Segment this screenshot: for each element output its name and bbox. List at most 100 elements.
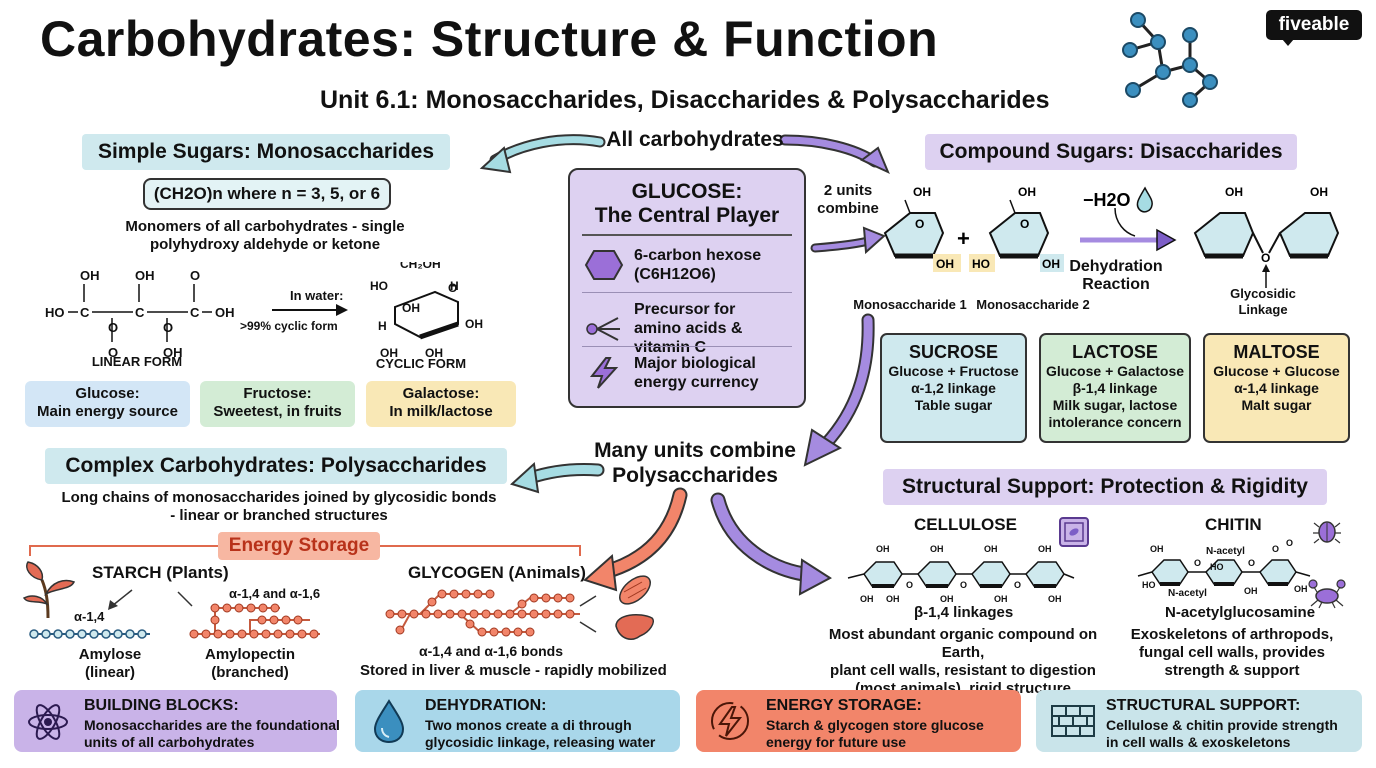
- structural-support-title: STRUCTURAL SUPPORT:: [1106, 697, 1301, 714]
- n-acetyl-label-top: N-acetyl: [1206, 546, 1245, 557]
- svg-text:O: O: [915, 217, 924, 231]
- water-loss-label: −H2O: [1083, 190, 1131, 210]
- chitin-desc-1: Exoskeletons of arthropods,: [1130, 626, 1334, 643]
- svg-text:HO: HO: [1142, 580, 1156, 590]
- svg-text:O: O: [108, 345, 118, 360]
- svg-text:+: +: [957, 226, 970, 251]
- svg-text:OH: OH: [860, 594, 874, 604]
- structural-support-line2: in cell walls & exoskeletons: [1106, 734, 1291, 750]
- svg-text:O: O: [1020, 217, 1029, 231]
- liver-icon: [615, 613, 654, 640]
- maltose-card: MALTOSE Glucose + Glucose α-1,4 linkage …: [1203, 333, 1350, 443]
- svg-text:OH: OH: [135, 268, 155, 283]
- dehydration-card: DEHYDRATION: Two monos create a di throu…: [355, 690, 680, 752]
- chitin-subunit-label: N-acetylglucosamine: [1165, 604, 1316, 621]
- cellulose-linkage-label: β-1,4 linkages: [914, 604, 1014, 621]
- svg-text:C: C: [190, 305, 200, 320]
- lightning-icon: [711, 702, 749, 740]
- svg-text:OH: OH: [913, 185, 931, 199]
- cellulose-desc-2: plant cell walls, resistant to digestion: [830, 662, 1096, 679]
- energy-storage-card: ENERGY STORAGE: Starch & glycogen store …: [696, 690, 1021, 752]
- mono2-label: Monosaccharide 2: [976, 297, 1090, 312]
- amylose-name: Amylose: [78, 646, 142, 663]
- lactose-line3: Milk sugar, lactose: [1052, 397, 1178, 413]
- two-units-label: 2 units combine: [817, 182, 879, 217]
- starch-chains-diagram: [29, 589, 320, 639]
- svg-text:H: H: [378, 319, 387, 333]
- cyclic-form-label: CYCLIC FORM: [375, 356, 467, 371]
- plant-icon: [22, 561, 76, 619]
- mono-heading: Simple Sugars: Monosaccharides: [82, 134, 450, 170]
- glucose-name: Glucose:: [75, 385, 140, 402]
- alpha14-16-label: α-1,4 and α-1,6: [229, 586, 321, 601]
- fructose-name: Fructose:: [243, 385, 312, 402]
- amylose-chain: [29, 629, 147, 639]
- polysaccharides-text: Polysaccharides: [612, 464, 778, 487]
- many-units-label: Many units combine Polysaccharides: [590, 438, 800, 488]
- svg-text:O: O: [1014, 580, 1021, 590]
- mono-formula: (CH2O)n where n = 3, 5, or 6: [143, 178, 391, 210]
- svg-text:OH: OH: [1150, 544, 1164, 554]
- glucose-desc: Main energy source: [37, 403, 178, 420]
- svg-text:OH: OH: [380, 346, 398, 360]
- lactose-line2: β-1,4 linkage: [1072, 380, 1158, 396]
- molecule-icon: [1122, 12, 1218, 108]
- starch-label: STARCH (Plants): [92, 563, 229, 582]
- cellulose-description: Most abundant organic compound on Earth,…: [808, 626, 1118, 698]
- svg-text:O: O: [1194, 558, 1201, 568]
- hexose-formula: (C6H12O6): [634, 266, 716, 283]
- hexagon-icon: [584, 250, 624, 280]
- all-carbohydrates-label: All carbohydrates: [606, 128, 784, 151]
- svg-text:OH: OH: [215, 305, 235, 320]
- maltose-line1: Glucose + Glucose: [1213, 363, 1340, 379]
- crab-icon: [1308, 579, 1346, 609]
- svg-text:OH: OH: [1038, 544, 1052, 554]
- glucose-card: GLUCOSE: The Central Player 6-carbon hex…: [568, 168, 806, 408]
- dehydration-reaction-diagram: O OH OH + O OH HO OH −H2O O OH OH: [883, 185, 1340, 288]
- chitin-desc-3: strength & support: [1164, 662, 1300, 679]
- glucose-card-small: Glucose: Main energy source: [25, 381, 190, 427]
- svg-text:H: H: [450, 279, 459, 293]
- svg-text:OH: OH: [1225, 185, 1243, 199]
- cyclic-percent-label: >99% cyclic form: [240, 319, 338, 333]
- glycogen-storage-label: Stored in liver & muscle - rapidly mobil…: [360, 662, 667, 679]
- svg-text:OH: OH: [1042, 257, 1060, 271]
- building-blocks-line1: Monosaccharides are the foundational: [84, 717, 340, 733]
- glycogen-branches-diagram: [385, 589, 597, 637]
- building-blocks-title: BUILDING BLOCKS:: [84, 697, 239, 714]
- svg-text:O: O: [1248, 558, 1255, 568]
- energy-storage-line2: energy for future use: [766, 734, 907, 750]
- svg-text:O: O: [163, 320, 173, 335]
- atom-icon: [28, 704, 68, 740]
- dehydration-title: DEHYDRATION:: [425, 697, 547, 714]
- svg-text:OH: OH: [1018, 185, 1036, 199]
- page-subtitle: Unit 6.1: Monosaccharides, Disaccharides…: [320, 86, 1050, 114]
- building-blocks-line2: units of all carbohydrates: [84, 734, 255, 750]
- lactose-name: LACTOSE: [1072, 342, 1158, 362]
- branching-arrows-icon: [586, 316, 620, 341]
- svg-text:O: O: [960, 580, 967, 590]
- dehydration-label: Dehydration Reaction: [1069, 258, 1163, 293]
- linear-form-label: LINEAR FORM: [91, 354, 183, 369]
- structural-support-line1: Cellulose & chitin provide strength: [1106, 717, 1338, 733]
- svg-text:OH: OH: [886, 594, 900, 604]
- svg-text:OH: OH: [940, 594, 954, 604]
- fiveable-logo[interactable]: fiveable: [1266, 10, 1362, 46]
- maltose-name: MALTOSE: [1233, 342, 1320, 362]
- fructose-desc: Sweetest, in fruits: [213, 403, 342, 420]
- svg-text:HO: HO: [45, 305, 65, 320]
- chitin-description: Exoskeletons of arthropods, fungal cell …: [1127, 626, 1337, 680]
- n-acetyl-label-bottom: N-acetyl: [1168, 588, 1207, 599]
- galactose-desc: In milk/lactose: [389, 403, 493, 420]
- amylopectin-chain: [189, 603, 319, 639]
- sucrose-card: SUCROSE Glucose + Fructose α-1,2 linkage…: [880, 333, 1027, 443]
- svg-text:O: O: [108, 320, 118, 335]
- svg-text:OH: OH: [930, 544, 944, 554]
- amylose-label: Amylose (linear): [60, 646, 160, 682]
- cellulose-label: CELLULOSE: [914, 515, 1017, 534]
- svg-text:OH: OH: [984, 544, 998, 554]
- sucrose-line1: Glucose + Fructose: [888, 363, 1019, 379]
- svg-text:CH₂OH: CH₂OH: [400, 262, 441, 271]
- glucose-point-hexose: 6-carbon hexose(C6H12O6): [584, 246, 761, 284]
